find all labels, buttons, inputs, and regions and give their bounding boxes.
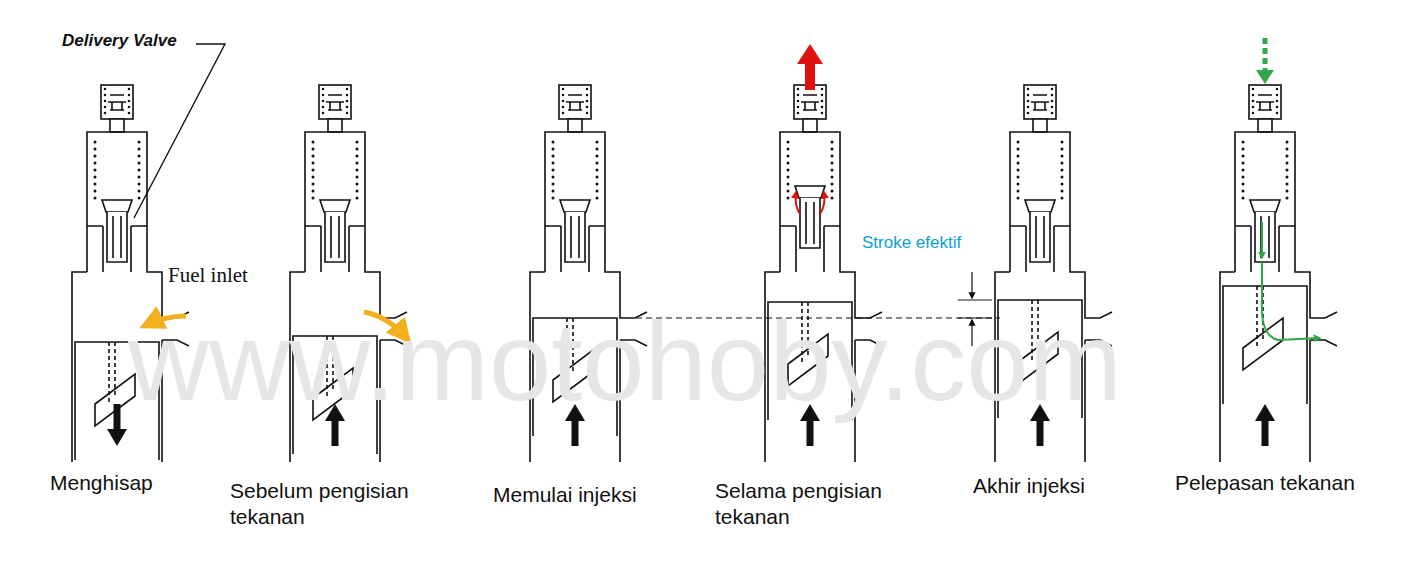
stage-caption: Pelepasan tekanan (1175, 470, 1355, 496)
stage-caption: Sebelum pengisian tekanan (230, 478, 445, 531)
stage-caption: Menghisap (50, 470, 153, 496)
part-label: Delivery Valve (62, 30, 177, 51)
stage-caption: Akhir injeksi (973, 473, 1085, 499)
watermark: www.motohoby.com (128, 292, 1122, 432)
stage-caption: Memulai injeksi (493, 482, 637, 508)
part-label: Fuel inlet (168, 262, 248, 288)
dimension-label: Stroke efektif (862, 232, 961, 253)
stage-caption: Selama pengisian tekanan (715, 478, 925, 531)
